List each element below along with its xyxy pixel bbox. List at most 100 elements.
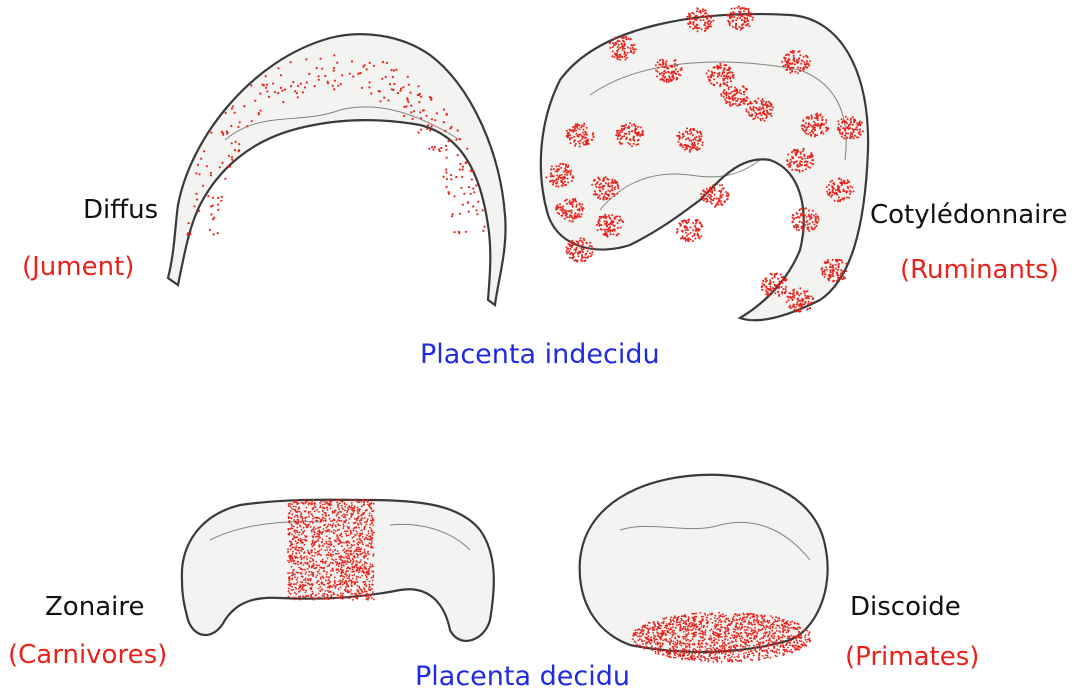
villus-dot bbox=[305, 582, 307, 584]
villus-dot bbox=[744, 616, 746, 618]
villus-dot bbox=[551, 165, 553, 167]
villus-dot bbox=[810, 152, 812, 154]
villus-dot bbox=[661, 635, 663, 637]
villus-dot bbox=[613, 225, 615, 227]
villus-dot bbox=[721, 645, 723, 647]
villus-dot bbox=[290, 583, 292, 585]
villus-dot bbox=[226, 130, 228, 132]
villus-dot bbox=[639, 644, 641, 646]
villus-dot bbox=[635, 144, 637, 146]
villus-dot bbox=[357, 581, 359, 583]
villus-dot bbox=[730, 86, 732, 88]
villus-dot bbox=[841, 184, 843, 186]
villus-dot bbox=[743, 614, 745, 616]
villus-dot bbox=[313, 534, 315, 536]
villus-dot bbox=[431, 118, 433, 120]
villus-dot bbox=[806, 309, 808, 311]
villus-dot bbox=[673, 632, 675, 634]
villus-dot bbox=[804, 295, 806, 297]
villus-dot bbox=[706, 619, 708, 621]
villus-dot bbox=[329, 581, 331, 583]
villus-dot bbox=[696, 15, 698, 17]
villus-dot bbox=[795, 169, 797, 171]
villus-dot bbox=[689, 151, 691, 153]
villus-dot bbox=[782, 619, 784, 621]
villus-dot bbox=[698, 633, 700, 635]
villus-dot bbox=[560, 206, 562, 208]
villus-dot bbox=[225, 112, 227, 114]
villus-dot bbox=[326, 527, 328, 529]
villus-dot bbox=[850, 137, 852, 139]
villus-dot bbox=[321, 549, 323, 551]
villus-dot bbox=[825, 127, 827, 129]
villus-dot bbox=[617, 58, 619, 60]
villus-dot bbox=[301, 557, 303, 559]
villus-dot bbox=[311, 591, 313, 593]
villus-dot bbox=[761, 289, 763, 291]
villus-dot bbox=[801, 157, 803, 159]
villus-dot bbox=[721, 75, 723, 77]
villus-dot bbox=[765, 286, 767, 288]
villus-dot bbox=[581, 204, 583, 206]
villus-dot bbox=[804, 131, 806, 133]
villus-dot bbox=[578, 255, 580, 257]
villus-dot bbox=[809, 307, 811, 309]
villus-dot bbox=[726, 101, 728, 103]
villus-dot bbox=[221, 162, 223, 164]
villus-dot bbox=[320, 58, 322, 60]
villus-dot bbox=[238, 143, 240, 145]
villus-dot bbox=[845, 270, 847, 272]
villus-dot bbox=[296, 511, 298, 513]
villus-dot bbox=[752, 630, 754, 632]
villus-dot bbox=[734, 90, 736, 92]
villus-dot bbox=[688, 218, 690, 220]
villus-dot bbox=[663, 73, 665, 75]
villus-dot bbox=[340, 587, 342, 589]
villus-dot bbox=[834, 192, 836, 194]
villus-dot bbox=[796, 636, 798, 638]
villus-dot bbox=[817, 123, 819, 125]
villus-dot bbox=[323, 528, 325, 530]
villus-dot bbox=[370, 502, 372, 504]
villus-dot bbox=[853, 119, 855, 121]
villus-dot bbox=[329, 576, 331, 578]
villus-dot bbox=[723, 96, 725, 98]
villus-dot bbox=[728, 620, 730, 622]
villus-dot bbox=[311, 543, 313, 545]
villus-dot bbox=[710, 17, 712, 19]
villus-dot bbox=[689, 640, 691, 642]
villus-dot bbox=[462, 204, 464, 206]
villus-dot bbox=[850, 121, 852, 123]
villus-dot bbox=[804, 636, 806, 638]
villus-dot bbox=[291, 579, 293, 581]
villus-dot bbox=[826, 130, 828, 132]
villus-dot bbox=[322, 507, 324, 509]
villus-dot bbox=[598, 225, 600, 227]
villus-dot bbox=[666, 627, 668, 629]
villus-dot bbox=[782, 282, 784, 284]
villus-dot bbox=[750, 102, 752, 104]
villus-dot bbox=[342, 595, 344, 597]
villus-dot bbox=[724, 636, 726, 638]
villus-dot bbox=[303, 579, 305, 581]
villus-dot bbox=[321, 595, 323, 597]
villus-dot bbox=[792, 296, 794, 298]
villus-dot bbox=[703, 625, 705, 627]
villus-dot bbox=[605, 229, 607, 231]
villus-dot bbox=[764, 113, 766, 115]
villus-dot bbox=[344, 548, 346, 550]
villus-dot bbox=[580, 206, 582, 208]
villus-dot bbox=[309, 579, 311, 581]
villus-dot bbox=[319, 566, 321, 568]
villus-dot bbox=[349, 518, 351, 520]
villus-dot bbox=[333, 592, 335, 594]
villus-dot bbox=[296, 536, 298, 538]
villus-dot bbox=[782, 631, 784, 633]
villus-dot bbox=[814, 136, 816, 138]
villus-dot bbox=[328, 546, 330, 548]
villus-dot bbox=[566, 130, 568, 132]
villus-dot bbox=[742, 23, 744, 25]
villus-dot bbox=[366, 576, 368, 578]
villus-dot bbox=[666, 81, 668, 83]
villus-dot bbox=[573, 218, 575, 220]
